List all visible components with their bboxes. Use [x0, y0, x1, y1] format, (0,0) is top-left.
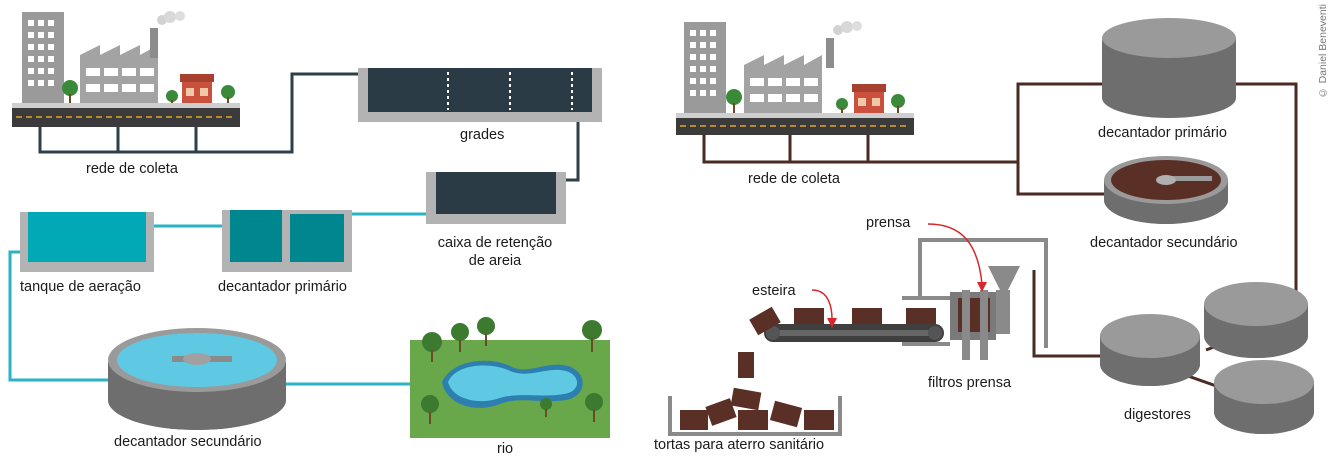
label-left-caixa-line2: de areia [468, 253, 522, 269]
grades-tank [358, 68, 602, 122]
label-left-decantador-secundario: decantador secundário [114, 434, 262, 450]
right-sludge-pipes [702, 82, 1298, 390]
label-right-esteira: esteira [752, 283, 796, 299]
rio-scene [410, 317, 610, 438]
label-left-tanque-aeracao: tanque de aeração [20, 279, 141, 295]
label-right-decantador-primario: decantador primário [1098, 125, 1227, 141]
label-right-tortas: tortas para aterro sanitário [654, 437, 825, 453]
decantador-secundario-left [108, 328, 286, 430]
tanque-aeracao [20, 212, 154, 272]
label-right-decantador-secundario: decantador secundário [1090, 235, 1238, 251]
tortas-bin [668, 387, 842, 436]
caixa-retencao-tank [426, 172, 566, 224]
decantador-primario-left [222, 210, 352, 272]
right-city-block [676, 21, 914, 135]
callout-arrows [811, 223, 983, 321]
label-left-rede-coleta: rede de coleta [86, 161, 178, 177]
filtros-prensa-machine [902, 238, 1048, 360]
arrow-heads [827, 282, 987, 328]
label-left-grades: grades [460, 127, 505, 143]
left-city-block [12, 11, 240, 127]
decantador-secundario-right [1104, 156, 1228, 224]
photo-credit: © Daniel Beneventi [1317, 4, 1329, 99]
esteira-conveyor [738, 306, 944, 378]
label-right-rede-coleta: rede de coleta [748, 171, 840, 187]
label-left-caixa-retencao: caixa de retenção de areia [420, 234, 570, 270]
label-right-prensa: prensa [866, 215, 911, 231]
decantador-primario-right [1102, 18, 1236, 118]
digestores [1100, 282, 1314, 434]
label-left-decantador-primario: decantador primário [218, 279, 347, 295]
label-left-rio: rio [497, 441, 514, 457]
label-right-filtros-prensa: filtros prensa [928, 375, 1012, 391]
label-right-digestores: digestores [1124, 407, 1191, 423]
label-left-caixa-line1: caixa de retenção [437, 235, 553, 251]
